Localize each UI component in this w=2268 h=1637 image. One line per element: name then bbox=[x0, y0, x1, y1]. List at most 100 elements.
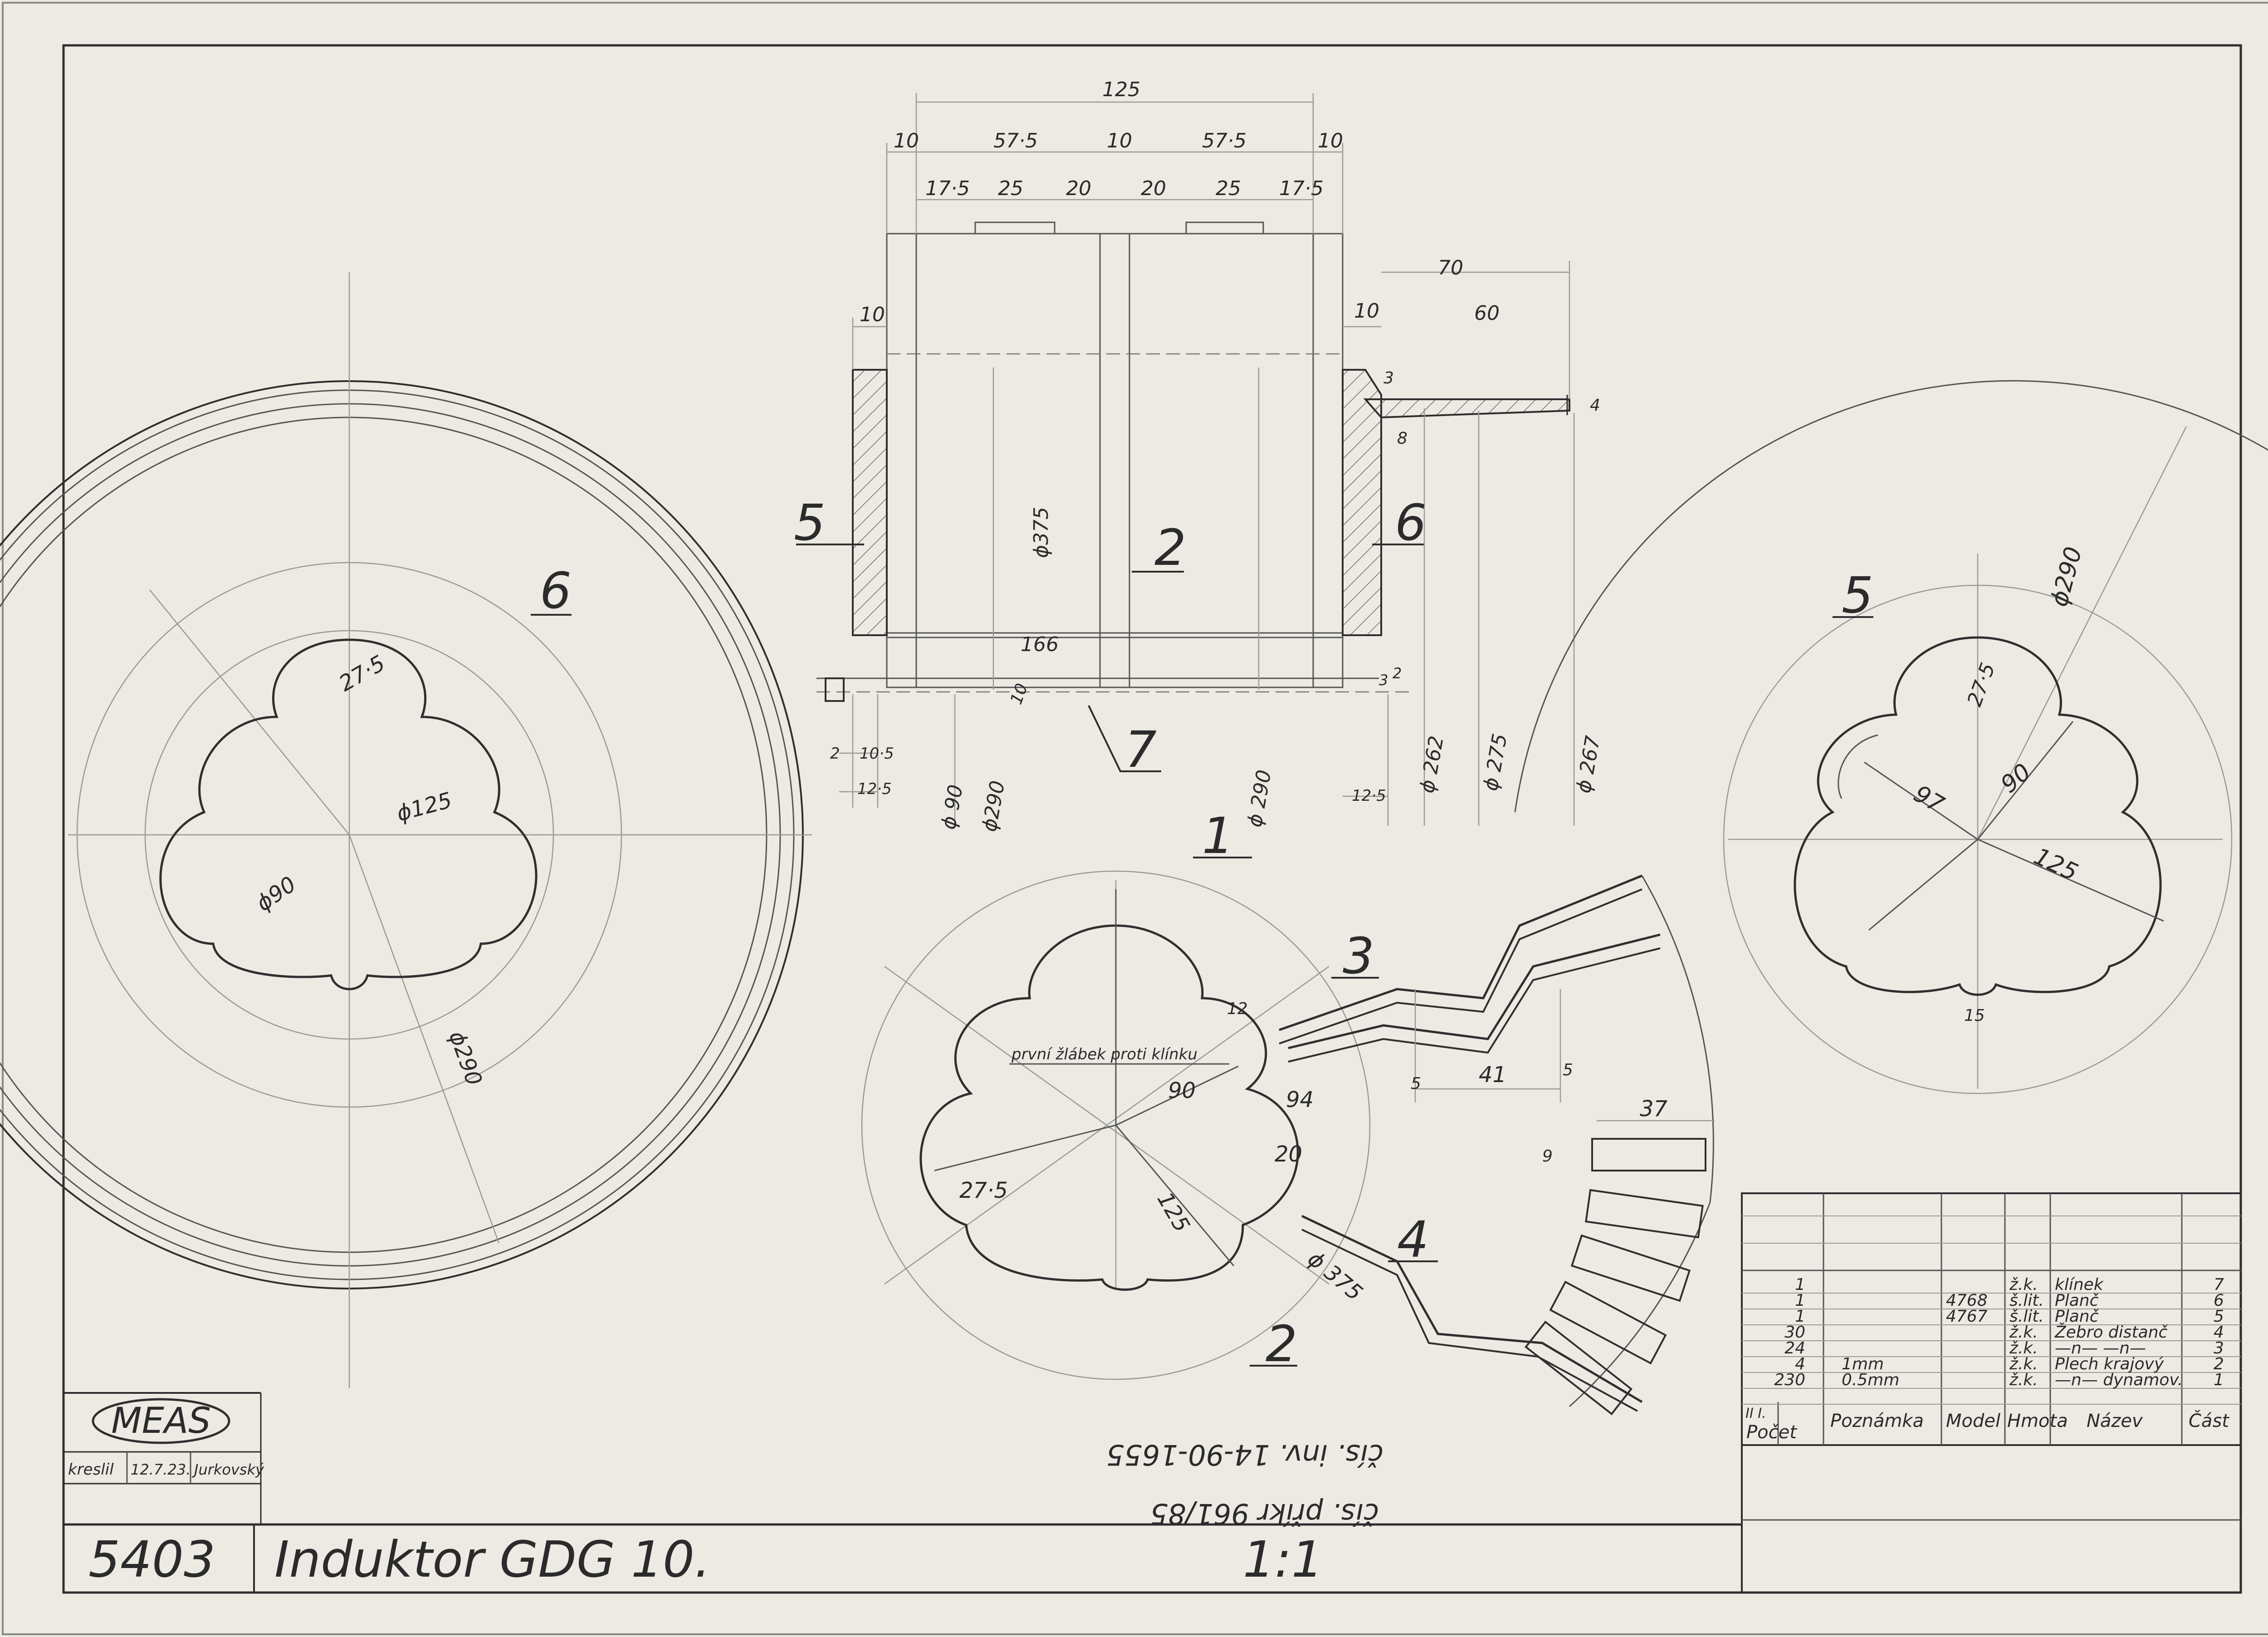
dim-8: 8 bbox=[1397, 429, 1408, 448]
title-block: MEAS kreslil 12.7.23. Jurkovský 5403 Ind… bbox=[64, 1392, 1742, 1593]
dim-70: 70 bbox=[1438, 256, 1463, 279]
bom-row-7-material: ž.k. bbox=[2009, 1371, 2038, 1389]
bom-row-6-count: 4 bbox=[1795, 1355, 1805, 1373]
flange-right-rim bbox=[1363, 398, 1570, 419]
bom-row-1-count: 1 bbox=[1795, 1275, 1805, 1294]
dim-60: 60 bbox=[1474, 302, 1500, 325]
logo-text: MEAS bbox=[111, 1401, 210, 1441]
dim-20b: 20 bbox=[1141, 177, 1166, 200]
drawn-date: 12.7.23. bbox=[131, 1461, 191, 1478]
strip-dim-9: 9 bbox=[1542, 1147, 1553, 1166]
bom-row-2-part: 6 bbox=[2214, 1291, 2224, 1310]
inv-number-note: čís. inv. 14-90-1655 bbox=[1106, 1438, 1383, 1471]
dim-166: 166 bbox=[1021, 633, 1059, 656]
order-number-note: čís. příkr 961/85 bbox=[1150, 1497, 1379, 1530]
left-trefoil-outline bbox=[159, 638, 538, 990]
center-label-1: 1 bbox=[1202, 807, 1234, 865]
bom-header-name: Název bbox=[2087, 1411, 2143, 1431]
bom-table: 1 ž.k. klínek 7 1 4768 š.lit. Planč 6 1 … bbox=[1741, 1192, 2242, 1593]
center-dim-20: 20 bbox=[1275, 1142, 1302, 1167]
bom-row-7-part: 1 bbox=[2214, 1371, 2224, 1389]
bom-row-4-material: ž.k. bbox=[2009, 1323, 2038, 1342]
center-dim-27-5: 27·5 bbox=[959, 1178, 1008, 1203]
wedge-part-7 bbox=[825, 677, 845, 702]
bom-row-4-name: Žebro distanč bbox=[2054, 1323, 2168, 1342]
bom-row-4-part: 4 bbox=[2214, 1323, 2224, 1342]
center-dim-90: 90 bbox=[1168, 1078, 1196, 1103]
strip-dim-5b: 5 bbox=[1563, 1061, 1573, 1079]
dim-25a: 25 bbox=[998, 177, 1023, 200]
meas-logo bbox=[92, 1398, 230, 1444]
center-label-2: 2 bbox=[1266, 1315, 1297, 1373]
bom-row-3-material: š.lit. bbox=[2009, 1307, 2044, 1326]
dim-57-5b: 57·5 bbox=[1202, 129, 1246, 152]
dim-10-left: 10 bbox=[860, 303, 885, 326]
bom-row-3-count: 1 bbox=[1795, 1307, 1805, 1326]
dim-10c: 10 bbox=[1318, 129, 1343, 152]
dim-12-5: 12·5 bbox=[857, 780, 892, 798]
bom-row-3-name: Planč bbox=[2055, 1307, 2099, 1326]
drawing-number: 5403 bbox=[88, 1530, 215, 1588]
bom-row-7-name: —n— dynamov. bbox=[2055, 1371, 2183, 1389]
drawing-title: Induktor GDG 10. bbox=[274, 1530, 710, 1588]
bom-row-7-note: 0.5mm bbox=[1842, 1371, 1899, 1389]
bom-row-7-count: 230 bbox=[1774, 1371, 1805, 1389]
left-view-label-6: 6 bbox=[540, 562, 572, 620]
dim-20a: 20 bbox=[1066, 177, 1091, 200]
center-dim-94: 94 bbox=[1286, 1087, 1314, 1113]
dim-10b: 10 bbox=[1107, 129, 1132, 152]
bom-row-2-material: š.lit. bbox=[2009, 1291, 2044, 1310]
bom-row-6-name: Plech krajový bbox=[2055, 1355, 2164, 1373]
dim-125: 125 bbox=[1102, 78, 1140, 101]
dim-10-5: 10·5 bbox=[860, 745, 894, 763]
dim-3b: 3 bbox=[1379, 671, 1388, 689]
center-trefoil-outline bbox=[919, 924, 1299, 1291]
bom-row-6-note: 1mm bbox=[1842, 1355, 1884, 1373]
strip-dim-5a: 5 bbox=[1411, 1074, 1421, 1093]
bom-row-5-part: 3 bbox=[2214, 1339, 2224, 1358]
dim-3: 3 bbox=[1383, 369, 1394, 387]
bom-header-weight: Hmota bbox=[2007, 1411, 2068, 1431]
section-label-6: 6 bbox=[1395, 494, 1427, 552]
dim-phi375: ϕ375 bbox=[1030, 507, 1053, 558]
dim-4: 4 bbox=[1590, 396, 1600, 415]
strip-label-4: 4 bbox=[1397, 1211, 1429, 1269]
strip-label-3: 3 bbox=[1343, 927, 1374, 985]
bom-row-4-count: 30 bbox=[1784, 1323, 1805, 1342]
right-outer-arc bbox=[1514, 380, 2268, 813]
bom-header-count: Počet bbox=[1746, 1422, 1797, 1443]
dim-17-5b: 17·5 bbox=[1279, 177, 1324, 200]
flange-right bbox=[1342, 369, 1382, 636]
dim-10a: 10 bbox=[894, 129, 919, 152]
bom-header-part: Část bbox=[2189, 1410, 2229, 1431]
bom-row-1-name: klínek bbox=[2055, 1275, 2104, 1294]
bom-row-6-material: ž.k. bbox=[2009, 1355, 2038, 1373]
bom-row-3-part: 5 bbox=[2214, 1307, 2224, 1326]
cross-section: 125 10 57·5 10 57·5 10 17·5 25 20 20 25 … bbox=[794, 78, 1605, 833]
drawing-scale: 1:1 bbox=[1243, 1530, 1323, 1588]
bom-row-2-model: 4768 bbox=[1946, 1291, 1988, 1310]
drawn-label: kreslil bbox=[68, 1461, 114, 1479]
bom-row-5-count: 24 bbox=[1784, 1339, 1805, 1358]
spacer-ribs-view: 5 41 5 37 9 3 4 bbox=[1279, 874, 1715, 1416]
dim-57-5a: 57·5 bbox=[993, 129, 1038, 152]
bom-row-1-material: ž.k. bbox=[2009, 1275, 2038, 1294]
rib-strip-3a bbox=[1279, 874, 1642, 1031]
section-label-5: 5 bbox=[794, 494, 826, 552]
dim-2r: 2 bbox=[1393, 665, 1402, 682]
rib-strip-4 bbox=[1301, 1215, 1643, 1403]
center-dim-12: 12 bbox=[1227, 1000, 1248, 1018]
right-dim-15: 15 bbox=[1964, 1006, 1985, 1025]
drawn-name: Jurkovský bbox=[191, 1461, 264, 1478]
dim-12-5r: 12·5 bbox=[1352, 787, 1386, 805]
bom-row-1-part: 7 bbox=[2214, 1275, 2224, 1294]
section-label-2: 2 bbox=[1154, 519, 1186, 577]
bom-row-5-name: —n— —n— bbox=[2055, 1339, 2146, 1358]
flange-left bbox=[852, 369, 888, 636]
bom-row-3-model: 4767 bbox=[1946, 1307, 1988, 1326]
right-view-label-5: 5 bbox=[1842, 566, 1873, 624]
section-label-7: 7 bbox=[1125, 720, 1157, 779]
strip-dim-37: 37 bbox=[1640, 1096, 1668, 1122]
